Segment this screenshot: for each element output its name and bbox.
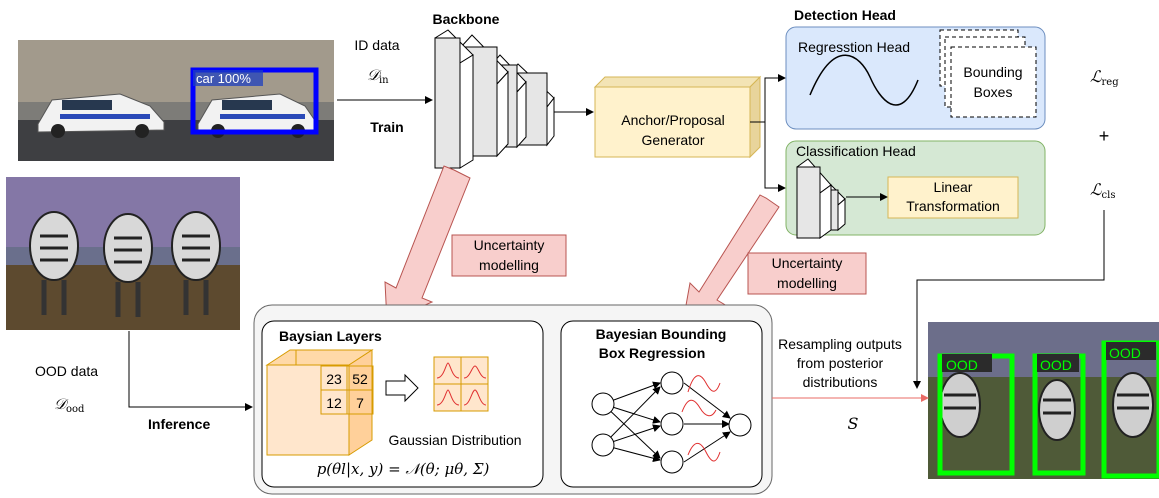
uncertainty-right-line1: Uncertainty <box>772 255 843 271</box>
neural-network <box>591 371 752 474</box>
gaussian-label: Gaussian Distribution <box>388 432 521 448</box>
bounding-boxes-label-line1: Bounding <box>963 64 1022 80</box>
linear-label-line1: Linear <box>934 179 973 195</box>
anchor-label-line2: Generator <box>641 132 704 148</box>
car-detection-label-bg <box>193 70 263 86</box>
ood-label: OOD <box>1040 357 1072 373</box>
posterior-formula: p(θl|x, y) = 𝒩(θ; μθ, Σ) <box>317 460 490 478</box>
ood-data-label: OOD data <box>35 363 98 379</box>
linear-label-line2: Transformation <box>906 198 1000 214</box>
ood-label: OOD <box>1109 345 1141 361</box>
id-data-symbol: 𝒟in <box>367 66 389 86</box>
bayesian-bbox-title-line1: Bayesian Bounding <box>596 326 727 342</box>
ood-data-symbol: 𝒟ood <box>54 395 85 415</box>
weight-cell: 23 <box>326 371 342 387</box>
zebras-photo <box>6 177 240 330</box>
train-label: Train <box>370 119 403 135</box>
ood-to-bayes-arrow <box>128 331 253 411</box>
uncertainty-box-right <box>747 252 867 295</box>
weight-cell: 7 <box>356 395 364 411</box>
bounding-boxes-label-line2: Boxes <box>974 84 1013 100</box>
resample-label-line1: Resampling outputs <box>778 336 902 352</box>
loss-to-output-arrow <box>913 210 1105 389</box>
anchor-to-classification-arrow <box>764 122 786 192</box>
ood-detection-boxes <box>937 340 1159 479</box>
weight-cube <box>265 349 374 456</box>
regression-sine-curve <box>809 54 919 106</box>
backbone-title: Backbone <box>433 11 500 27</box>
detection-head-title: Detection Head <box>794 7 896 23</box>
loss-cls: ℒcls <box>1090 180 1115 201</box>
bayesian-bbox-title-line2: Box Regression <box>599 345 706 361</box>
gaussian-grid <box>433 356 489 412</box>
classification-head-title: Classification Head <box>796 143 916 159</box>
uncertainty-box-left <box>451 234 567 277</box>
weight-grid <box>320 365 374 415</box>
anchor-generator-box <box>593 75 762 159</box>
transform-arrow <box>385 373 419 403</box>
inference-label: Inference <box>148 416 210 432</box>
car-detection-label: car 100% <box>196 71 251 86</box>
police-car-photo <box>18 40 334 161</box>
resample-label-line3: distributions <box>803 374 878 390</box>
regression-head-title: Regresstion Head <box>798 39 910 55</box>
loss-reg: ℒreg <box>1090 67 1119 88</box>
uncertainty-right-line2: modelling <box>777 275 837 291</box>
classification-layers <box>796 158 846 239</box>
ood-label: OOD <box>946 357 978 373</box>
linear-transformation-box <box>887 176 1019 219</box>
uncertainty-left-line2: modelling <box>479 257 539 273</box>
bounding-boxes-stack <box>939 29 1037 118</box>
id-data-label: ID data <box>354 37 399 53</box>
anchor-to-regression-arrow <box>750 74 786 123</box>
resample-symbol: S <box>848 414 859 433</box>
resample-label-line2: from posterior <box>797 355 884 371</box>
weight-cell: 52 <box>352 371 368 387</box>
weight-cell: 12 <box>326 395 342 411</box>
loss-plus: + <box>1099 126 1110 146</box>
anchor-label-line1: Anchor/Proposal <box>621 112 725 128</box>
uncertainty-left-line1: Uncertainty <box>474 237 545 253</box>
bayesian-layers-title: Baysian Layers <box>279 328 382 344</box>
backbone-layers <box>434 29 555 169</box>
